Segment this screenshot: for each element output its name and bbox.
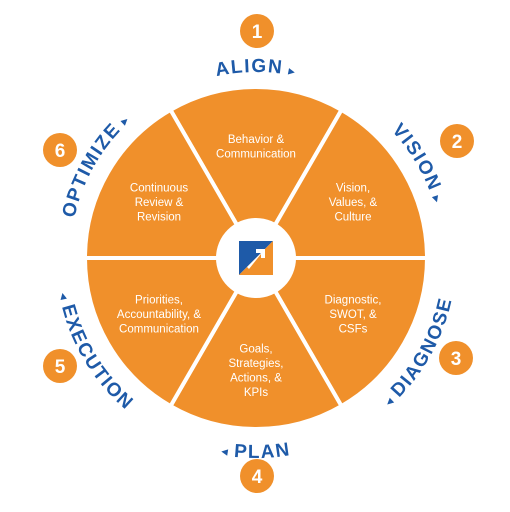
- segment-label: Communication: [119, 324, 199, 336]
- segment-label: Values, &: [329, 197, 378, 209]
- stage-badge: 1: [240, 14, 274, 48]
- stage-number: 2: [452, 132, 463, 153]
- segment-label: SWOT, &: [329, 309, 377, 321]
- segment-label: Diagnostic,: [325, 295, 382, 307]
- stage-badge-circle: [43, 133, 77, 167]
- center-logo: [216, 218, 296, 298]
- arrow-right-icon: ▸: [282, 62, 298, 79]
- segment-label: Accountability, &: [117, 309, 201, 321]
- stage-number: 6: [55, 141, 66, 162]
- segment-label: Culture: [334, 212, 371, 224]
- stage-number: 5: [55, 357, 66, 378]
- stage-number: 3: [451, 349, 462, 370]
- segment-label: Vision,: [336, 183, 370, 195]
- stage-badge: 3: [439, 341, 473, 375]
- arrow-right-icon: ▸: [427, 188, 445, 205]
- stage-badge: 5: [43, 349, 77, 383]
- segment-label: Priorities,: [135, 295, 183, 307]
- stage-badge: 6: [43, 133, 77, 167]
- stage-badges: 1 2 3 4 5 6: [43, 14, 474, 493]
- segment-label: Continuous: [130, 183, 188, 195]
- arrow-left-icon: ◂: [220, 443, 235, 460]
- stage-label-align: ALIGN ▸: [214, 56, 298, 81]
- stage-badge-circle: [240, 14, 274, 48]
- segment-label: Communication: [216, 148, 296, 160]
- segment-label: CSFs: [339, 324, 368, 336]
- stage-number: 1: [252, 22, 263, 43]
- stage-badge: 2: [440, 124, 474, 158]
- stage-number: 4: [252, 467, 263, 488]
- segment-label: Strategies,: [229, 358, 284, 370]
- segment-label: Goals,: [239, 343, 272, 355]
- stage-badge-circle: [439, 341, 473, 375]
- stage-badge-circle: [440, 124, 474, 158]
- stage-badge-circle: [43, 349, 77, 383]
- segment-label: Actions, &: [230, 372, 282, 384]
- segment-label: Revision: [137, 212, 181, 224]
- segment-label: Behavior &: [228, 134, 285, 146]
- segment-label: KPIs: [244, 387, 269, 399]
- segment-label: Review &: [135, 197, 184, 209]
- wheel-rim: [83, 85, 429, 431]
- arrow-up-right-logo-icon: [239, 241, 273, 275]
- arrow-left-icon: ◂: [56, 291, 73, 307]
- stage-badge: 4: [240, 459, 274, 493]
- stage-badge-circle: [240, 459, 274, 493]
